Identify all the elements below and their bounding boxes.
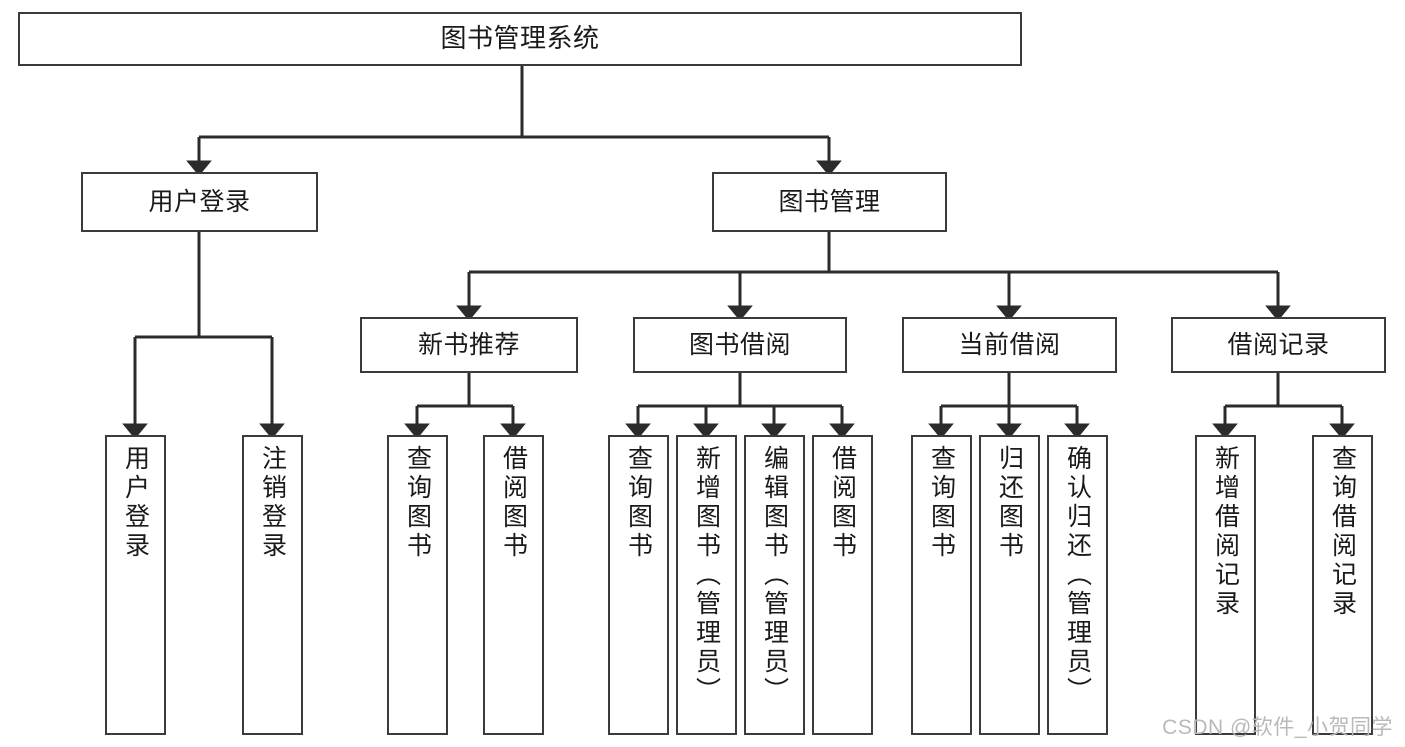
node-book-management[interactable]: 图书管理 (712, 172, 947, 232)
node-new-book-recommend[interactable]: 新书推荐 (360, 317, 578, 373)
node-label: 查询图书 (403, 445, 432, 561)
node-label: 图书借阅 (688, 330, 791, 359)
node-label: 归还图书 (995, 445, 1024, 561)
leaf-borrow-add-book-admin[interactable]: 新增图书（管理员） (676, 435, 737, 735)
node-book-borrow[interactable]: 图书借阅 (633, 317, 847, 373)
node-label: 当前借阅 (958, 330, 1061, 359)
node-label: 新增图书（管理员） (692, 445, 721, 706)
node-label: 借阅图书 (499, 445, 528, 561)
leaf-new-book-query[interactable]: 查询图书 (387, 435, 448, 735)
node-root-system[interactable]: 图书管理系统 (18, 12, 1022, 66)
node-label: 编辑图书（管理员） (760, 445, 789, 706)
node-label: 新书推荐 (417, 330, 520, 359)
node-borrow-record[interactable]: 借阅记录 (1171, 317, 1386, 373)
node-label: 借阅图书 (828, 445, 857, 561)
node-label: 确认归还（管理员） (1063, 445, 1092, 706)
leaf-record-add-record[interactable]: 新增借阅记录 (1195, 435, 1256, 735)
leaf-record-query-record[interactable]: 查询借阅记录 (1312, 435, 1373, 735)
leaf-borrow-query-book[interactable]: 查询图书 (608, 435, 669, 735)
node-current-borrow[interactable]: 当前借阅 (902, 317, 1117, 373)
node-label: 图书管理 (778, 187, 881, 216)
node-label: 查询图书 (927, 445, 956, 561)
node-label: 注销登录 (258, 445, 287, 561)
leaf-current-confirm-return-admin[interactable]: 确认归还（管理员） (1047, 435, 1108, 735)
node-label: 新增借阅记录 (1211, 445, 1240, 619)
node-label: 图书管理系统 (440, 23, 600, 54)
leaf-current-query-book[interactable]: 查询图书 (911, 435, 972, 735)
node-label: 查询图书 (624, 445, 653, 561)
leaf-borrow-edit-book-admin[interactable]: 编辑图书（管理员） (744, 435, 805, 735)
leaf-user-login-signout[interactable]: 注销登录 (242, 435, 303, 735)
node-label: 用户登录 (121, 445, 150, 561)
node-label: 用户登录 (148, 187, 251, 216)
node-user-login[interactable]: 用户登录 (81, 172, 318, 232)
leaf-new-book-borrow[interactable]: 借阅图书 (483, 435, 544, 735)
leaf-user-login-signin[interactable]: 用户登录 (105, 435, 166, 735)
watermark-text: CSDN @软件_小贺同学 (1162, 716, 1393, 739)
node-label: 借阅记录 (1227, 330, 1330, 359)
leaf-borrow-borrow-book[interactable]: 借阅图书 (812, 435, 873, 735)
leaf-current-return-book[interactable]: 归还图书 (979, 435, 1040, 735)
node-label: 查询借阅记录 (1328, 445, 1357, 619)
